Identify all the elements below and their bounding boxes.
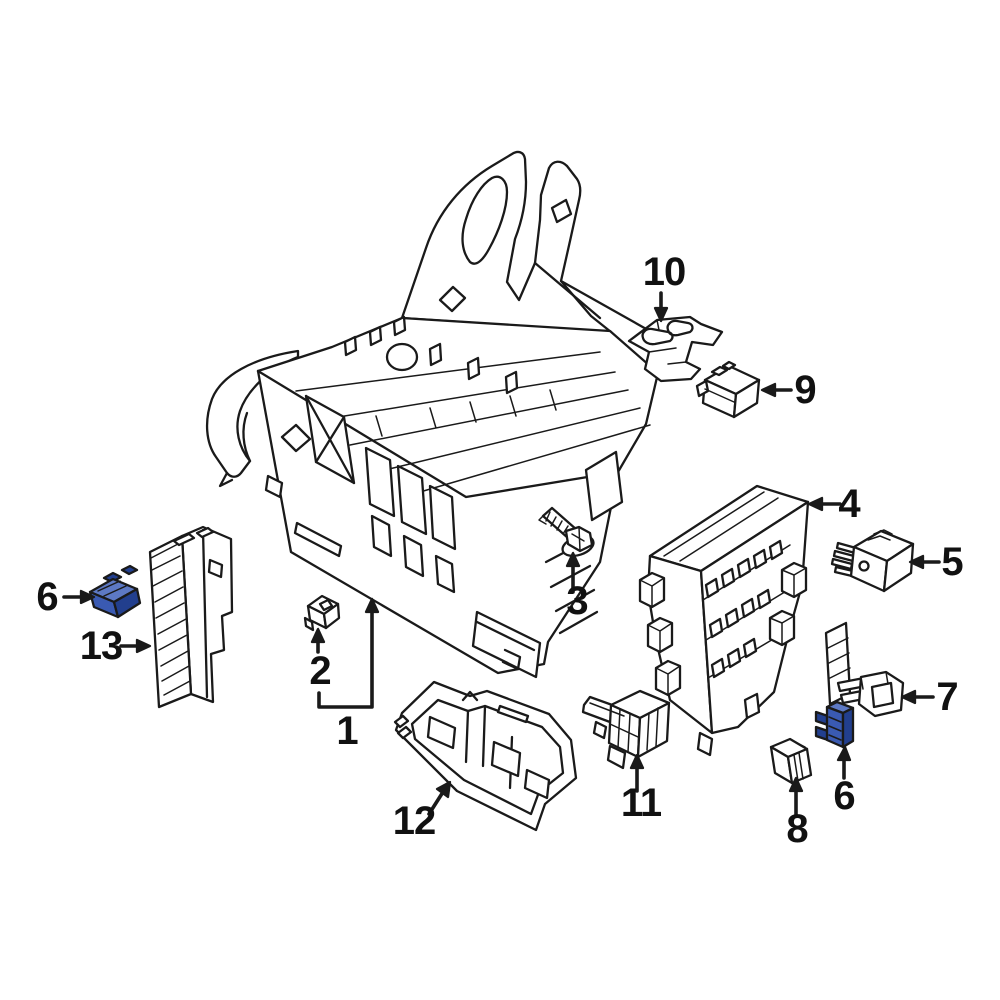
callout-4: 4: [838, 482, 860, 526]
fusebox-bottom-tabs: [696, 692, 761, 757]
arrow-head-to-part-6-left: [79, 589, 96, 605]
part-4-fuse-box: [638, 484, 852, 757]
arrow-head-to-part-8: [788, 776, 804, 793]
arrow-head-to-part-5: [908, 554, 925, 570]
fuse-left-slot-lines: [97, 580, 127, 597]
part-6-fuse-left: [88, 564, 142, 619]
fusebox-slat-panel-lines: [827, 637, 851, 679]
mast-diamond-hole: [550, 198, 573, 224]
clip-hole: [318, 598, 334, 612]
callout-2: 2: [309, 649, 331, 693]
fuse7-window: [870, 681, 895, 709]
fender-inner-line: [218, 411, 252, 488]
part-6-fuse-right: [814, 700, 855, 749]
relay9-bumps: [710, 360, 737, 377]
connector-foot: [606, 744, 627, 770]
fusebox-slot-rows: [704, 539, 784, 679]
relay5-side: [882, 542, 915, 593]
part-5-relay: [830, 529, 915, 593]
callout-11: 11: [620, 781, 662, 825]
base-diamond-hole: [438, 285, 467, 313]
part-11-connector: [581, 689, 671, 770]
cover-top-notches: [172, 526, 224, 579]
part-7-mini-fuse: [836, 670, 905, 718]
arrow-head-to-part-4: [807, 496, 824, 512]
connector-side: [636, 701, 671, 759]
callout-7: 7: [936, 675, 958, 719]
arrow-head-to-part-13: [135, 638, 152, 654]
deck-fins: [343, 315, 519, 395]
clip-tab: [303, 616, 315, 632]
fuse-right-slot-lines: [828, 716, 842, 741]
tray-pockets: [426, 704, 551, 800]
clip-side: [322, 602, 341, 630]
callout-6-right: 6: [833, 774, 855, 818]
relay5-hole: [858, 560, 870, 572]
part-1-bracket-assembly: [205, 150, 660, 679]
part-12-tray: [393, 680, 578, 832]
part-9-relay-small: [695, 360, 761, 419]
callout-13: 13: [79, 624, 123, 668]
bracket-line-part-1: [317, 609, 374, 709]
bracket10-slots: [641, 319, 694, 346]
tray-dividers: [461, 690, 514, 790]
arrow-line-to-part-12: [427, 790, 445, 816]
deck-beams: [295, 351, 651, 493]
callout-9: 9: [794, 368, 816, 412]
fuse-right-front-face: [825, 705, 845, 749]
callout-1: 1: [336, 709, 358, 753]
fuse-left-tabs: [102, 564, 139, 584]
callout-6-left: 6: [36, 575, 58, 619]
callout-arrows: [62, 291, 941, 817]
mast: [400, 150, 613, 334]
connector-grid: [589, 702, 659, 753]
relay9-side: [732, 378, 761, 419]
mast-slot-hole: [461, 175, 509, 265]
arrow-head-to-part-3: [565, 551, 581, 568]
cover-hatch-lines: [150, 543, 191, 696]
fuse8-band: [793, 742, 806, 782]
relay5-top-detail: [867, 529, 893, 541]
arrow-head-to-part-9: [760, 382, 777, 398]
foot-detail: [475, 620, 536, 671]
arrow-head-to-part-11: [629, 753, 645, 770]
arrow-head-to-part-1: [364, 597, 380, 614]
fender-flare: [205, 349, 300, 478]
arrow-head-to-part-12: [435, 780, 452, 799]
relay9-crease: [704, 388, 735, 403]
deck-round-hole: [385, 342, 419, 372]
fusebox-right-face: [699, 500, 810, 735]
callout-10: 10: [642, 250, 686, 294]
part-8-fuse: [769, 737, 813, 785]
fuse-right-side-face: [841, 706, 855, 749]
panel-holes: [264, 423, 624, 594]
part-3-screw: [538, 506, 595, 558]
part-10-bracket: [627, 315, 724, 383]
screw-hex-detail: [571, 526, 585, 552]
part-2-clip: [303, 594, 341, 632]
connector-tab: [592, 720, 608, 740]
tray-left-tabs: [393, 714, 413, 740]
callout-3: 3: [566, 579, 588, 623]
callout-8: 8: [786, 807, 808, 851]
part-13-cover: [148, 525, 234, 709]
fusebox-left-cube-edges: [639, 577, 681, 696]
callout-5: 5: [941, 540, 963, 584]
bracket10-steps: [648, 319, 687, 365]
arrow-head-to-part-6-right: [836, 745, 852, 762]
arrow-head-to-part-2: [310, 627, 326, 644]
fusebox-right-cube-edges: [769, 567, 807, 646]
arrow-head-to-part-10: [653, 306, 669, 323]
fuse-left-side-face: [112, 587, 142, 619]
cover-hatched-strip: [148, 534, 193, 709]
cover-crease: [201, 528, 209, 699]
screw-threads: [538, 511, 569, 535]
fuse7-crease: [860, 671, 889, 690]
arrow-head-to-part-7: [900, 689, 917, 705]
panel-x-brace-diagonals: [304, 394, 356, 485]
callout-12: 12: [392, 799, 436, 843]
fusebox-right-cubes: [768, 561, 808, 647]
